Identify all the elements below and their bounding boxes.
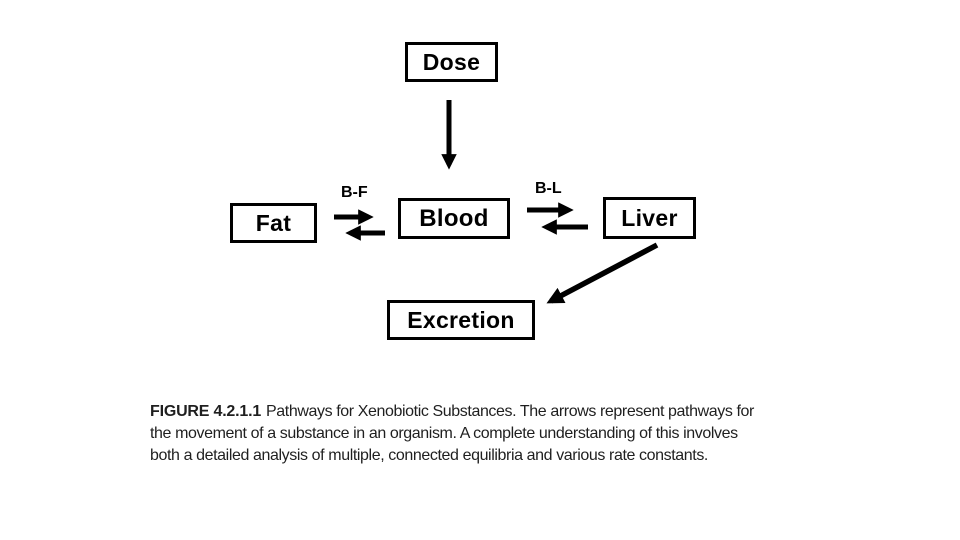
node-liver: Liver xyxy=(603,197,696,239)
caption-text-1: Pathways for Xenobiotic Substances. The … xyxy=(266,403,754,420)
caption-line-3: both a detailed analysis of multiple, co… xyxy=(150,447,708,464)
edge-label-blood-liver: B-L xyxy=(535,180,562,197)
node-dose: Dose xyxy=(405,42,498,82)
arrow-liver-to-excretion xyxy=(546,242,659,304)
caption-figure-number: FIGURE 4.2.1.1 xyxy=(150,403,262,420)
node-fat: Fat xyxy=(230,203,317,243)
edge-label-blood-fat: B-F xyxy=(341,184,368,201)
node-blood: Blood xyxy=(398,198,510,239)
caption-line-2: the movement of a substance in an organi… xyxy=(150,425,738,442)
node-excretion: Excretion xyxy=(387,300,535,340)
